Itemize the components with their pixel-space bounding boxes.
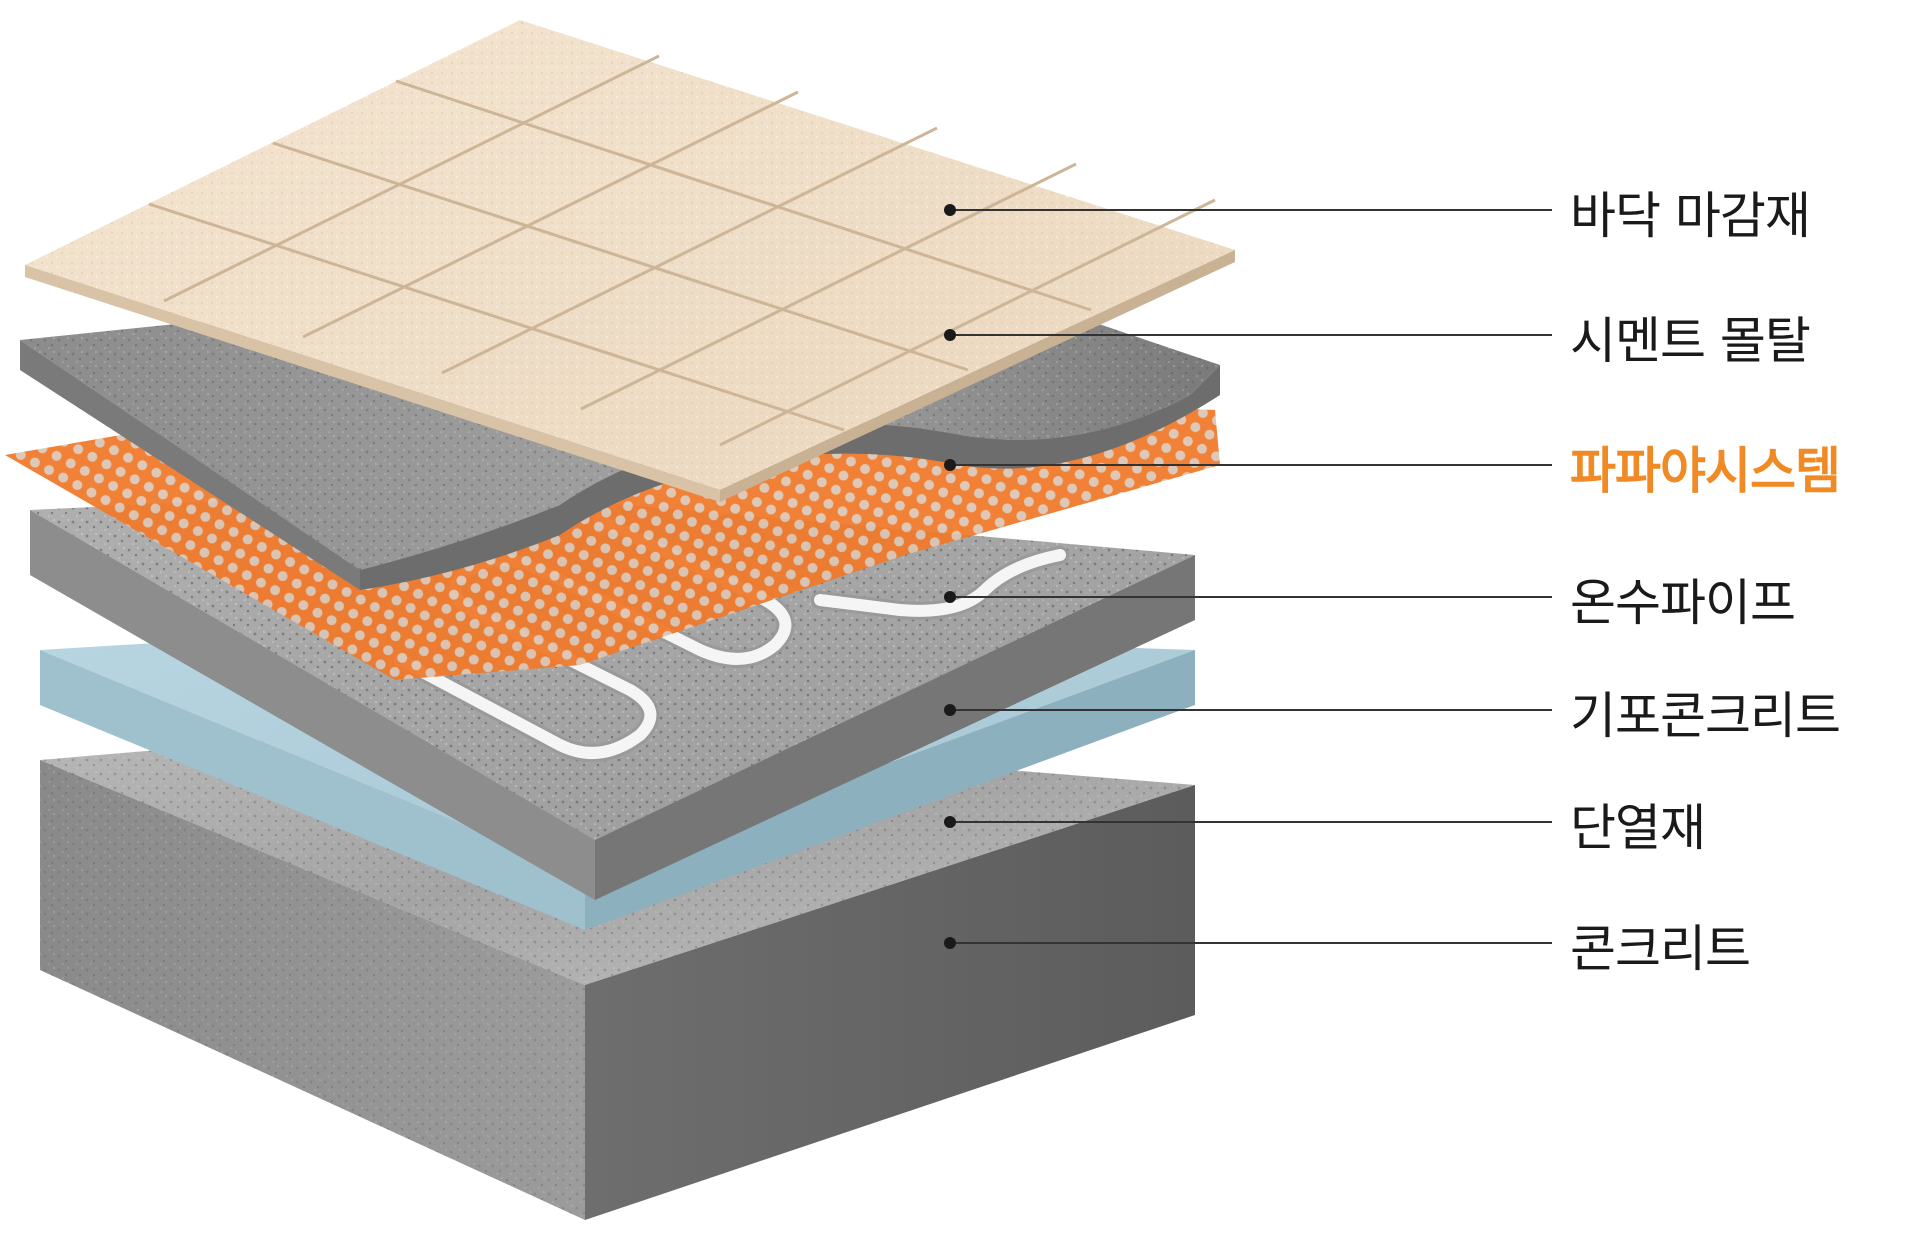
- label-papaya-system: 파파야시스템: [1570, 446, 1840, 496]
- leader-dot-foam: [944, 704, 956, 716]
- label-concrete: 콘크리트: [1570, 924, 1750, 974]
- leader-dot-floor: [944, 204, 956, 216]
- leader-dot-pipe: [944, 591, 956, 603]
- label-floor-finish: 바닥 마감재: [1570, 191, 1810, 241]
- label-insulation: 단열재: [1570, 803, 1705, 853]
- leader-dot-mortar: [944, 329, 956, 341]
- label-cement-mortar: 시멘트 몰탈: [1570, 316, 1810, 366]
- label-hot-water-pipe: 온수파이프: [1570, 578, 1795, 628]
- leader-dot-papaya: [944, 459, 956, 471]
- label-foam-concrete: 기포콘크리트: [1570, 691, 1840, 741]
- leader-dot-insulation: [944, 816, 956, 828]
- leader-dot-concrete: [944, 937, 956, 949]
